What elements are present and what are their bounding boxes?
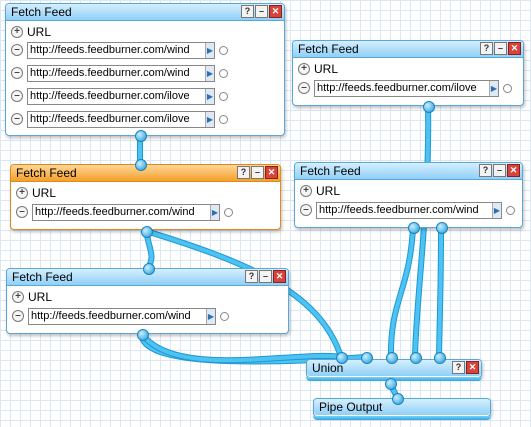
terminal-icon[interactable]: [219, 45, 228, 55]
terminal-icon[interactable]: [506, 205, 515, 215]
output-input-port[interactable]: [392, 393, 404, 405]
pipe-output-module[interactable]: Pipe Output: [313, 398, 491, 420]
terminal-icon[interactable]: [220, 311, 229, 321]
module-titlebar[interactable]: Fetch Feed ? – ✕: [293, 41, 523, 58]
wire-fetch2-to-union: [413, 104, 431, 359]
module-titlebar[interactable]: Fetch Feed ? – ✕: [11, 165, 280, 182]
terminal-icon[interactable]: [224, 207, 233, 217]
module-titlebar[interactable]: Fetch Feed ? – ✕: [295, 163, 522, 180]
url-label: URL: [32, 186, 57, 200]
union-input-port[interactable]: [434, 352, 446, 364]
module-title: Fetch Feed: [300, 164, 361, 178]
module-title: Fetch Feed: [12, 270, 73, 284]
minus-icon[interactable]: –: [12, 310, 24, 322]
minus-icon[interactable]: –: [11, 90, 23, 102]
arrow-right-icon[interactable]: ▶: [206, 308, 215, 324]
union-input-port[interactable]: [386, 352, 398, 364]
arrow-right-icon[interactable]: ▶: [205, 65, 214, 81]
minus-icon[interactable]: –: [11, 67, 23, 79]
close-icon[interactable]: ✕: [269, 5, 282, 18]
url-field[interactable]: http://feeds.feedburner.com/ilove ▶: [314, 79, 499, 97]
url-field[interactable]: http://feeds.feedburner.com/wind ▶: [316, 201, 502, 219]
output-port[interactable]: [135, 130, 147, 142]
output-port[interactable]: [436, 222, 448, 234]
arrow-right-icon[interactable]: ▶: [492, 202, 501, 218]
arrow-right-icon[interactable]: ▶: [205, 42, 214, 58]
minimize-icon[interactable]: –: [255, 5, 268, 18]
minus-icon[interactable]: –: [300, 204, 312, 216]
url-field[interactable]: http://feeds.feedburner.com/ilove ▶: [27, 87, 215, 105]
module-titlebar[interactable]: Fetch Feed ? – ✕: [6, 4, 284, 21]
terminal-icon[interactable]: [219, 68, 228, 78]
fetch-feed-module-2[interactable]: Fetch Feed ? – ✕ + URL – http://feeds.fe…: [292, 40, 524, 106]
module-titlebar[interactable]: Pipe Output: [314, 399, 490, 415]
wire-fetch4-to-union-b: [437, 225, 443, 359]
input-port[interactable]: [143, 263, 155, 275]
union-input-port[interactable]: [336, 352, 348, 364]
fetch-feed-module-5[interactable]: Fetch Feed ? – ✕ + URL – http://feeds.fe…: [6, 268, 289, 334]
fetch-feed-module-4[interactable]: Fetch Feed ? – ✕ + URL – http://feeds.fe…: [294, 162, 523, 228]
module-edge: [313, 416, 491, 420]
url-label: URL: [314, 62, 339, 76]
arrow-right-icon[interactable]: ▶: [489, 80, 498, 96]
minus-icon[interactable]: –: [16, 206, 28, 218]
module-titlebar[interactable]: Fetch Feed ? – ✕: [7, 269, 288, 286]
union-input-port[interactable]: [361, 352, 373, 364]
url-label: URL: [316, 184, 341, 198]
minimize-icon[interactable]: –: [259, 270, 272, 283]
url-field[interactable]: http://feeds.feedburner.com/wind ▶: [28, 307, 216, 325]
output-port[interactable]: [423, 101, 435, 113]
terminal-icon[interactable]: [503, 83, 512, 93]
help-icon[interactable]: ?: [237, 166, 250, 179]
minus-icon[interactable]: –: [11, 44, 23, 56]
url-label: URL: [27, 25, 52, 39]
output-port[interactable]: [137, 329, 149, 341]
help-icon[interactable]: ?: [241, 5, 254, 18]
arrow-right-icon[interactable]: ▶: [205, 111, 214, 127]
terminal-icon[interactable]: [219, 91, 228, 101]
close-icon[interactable]: ✕: [265, 166, 278, 179]
close-icon[interactable]: ✕: [466, 361, 479, 374]
close-icon[interactable]: ✕: [507, 164, 520, 177]
plus-icon[interactable]: +: [298, 63, 310, 75]
plus-icon[interactable]: +: [11, 26, 23, 38]
module-title: Union: [312, 361, 344, 375]
terminal-icon[interactable]: [219, 114, 228, 124]
minus-icon[interactable]: –: [298, 82, 310, 94]
minus-icon[interactable]: –: [11, 113, 23, 125]
close-icon[interactable]: ✕: [508, 42, 521, 55]
input-port[interactable]: [408, 222, 420, 234]
plus-icon[interactable]: +: [16, 187, 28, 199]
output-port[interactable]: [141, 226, 153, 238]
url-field[interactable]: http://feeds.feedburner.com/wind ▶: [27, 41, 215, 59]
help-icon[interactable]: ?: [245, 270, 258, 283]
module-title: Fetch Feed: [16, 166, 77, 180]
minimize-icon[interactable]: –: [494, 42, 507, 55]
minimize-icon[interactable]: –: [251, 166, 264, 179]
input-port[interactable]: [135, 159, 147, 171]
wire-fetch5-to-union-b: [140, 332, 343, 363]
module-titlebar[interactable]: Union ? ✕: [307, 360, 481, 376]
plus-icon[interactable]: +: [12, 291, 24, 303]
module-title: Fetch Feed: [11, 5, 72, 19]
close-icon[interactable]: ✕: [273, 270, 286, 283]
url-field[interactable]: http://feeds.feedburner.com/wind ▶: [27, 64, 215, 82]
fetch-feed-module-1[interactable]: Fetch Feed ? – ✕ + URL – http://feeds.fe…: [5, 3, 285, 136]
union-input-port[interactable]: [410, 352, 422, 364]
url-label: URL: [28, 290, 53, 304]
arrow-right-icon[interactable]: ▶: [205, 88, 214, 104]
arrow-right-icon[interactable]: ▶: [210, 204, 219, 220]
module-title: Fetch Feed: [298, 42, 359, 56]
plus-icon[interactable]: +: [300, 185, 312, 197]
minimize-icon[interactable]: –: [493, 164, 506, 177]
union-output-port[interactable]: [385, 378, 397, 390]
help-icon[interactable]: ?: [480, 42, 493, 55]
url-field[interactable]: http://feeds.feedburner.com/ilove ▶: [27, 110, 215, 128]
help-icon[interactable]: ?: [479, 164, 492, 177]
url-field[interactable]: http://feeds.feedburner.com/wind ▶: [32, 203, 220, 221]
wire-fetch4-to-union-a: [388, 225, 415, 359]
fetch-feed-module-3[interactable]: Fetch Feed ? – ✕ + URL – http://feeds.fe…: [10, 164, 281, 230]
help-icon[interactable]: ?: [452, 361, 465, 374]
module-title: Pipe Output: [319, 400, 383, 414]
